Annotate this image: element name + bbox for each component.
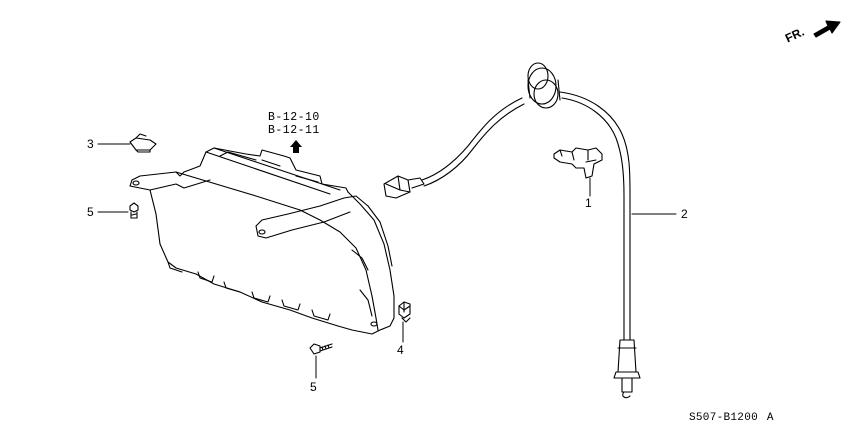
reference-label-2: B-12-11 <box>268 124 320 137</box>
part-5-screw-upper-drawing <box>129 202 139 219</box>
part-3-clip-drawing <box>129 133 157 153</box>
callout-2: 2 <box>681 207 688 221</box>
front-direction-arrow-icon <box>813 20 841 38</box>
callout-1: 1 <box>585 196 592 210</box>
part-4-nut-drawing <box>398 301 411 323</box>
part-2-cable-drawing <box>383 62 641 399</box>
callout-4: 4 <box>397 343 404 357</box>
callout-5-lower: 5 <box>310 380 317 394</box>
diagram-code-suffix: A <box>766 412 774 424</box>
callout-3: 3 <box>87 137 94 151</box>
leader-lines <box>97 143 677 379</box>
part-1-clip-drawing <box>553 147 603 179</box>
reference-arrow-icon <box>290 140 302 153</box>
reference-label-1: B-12-10 <box>268 111 320 124</box>
diagram-code-number: S507-B1200 <box>689 412 759 424</box>
diagram-code: S507-B1200 A <box>689 412 774 424</box>
meter-assembly-drawing <box>129 147 395 335</box>
callout-5-upper: 5 <box>87 205 94 219</box>
part-5-screw-lower-drawing <box>309 343 333 355</box>
